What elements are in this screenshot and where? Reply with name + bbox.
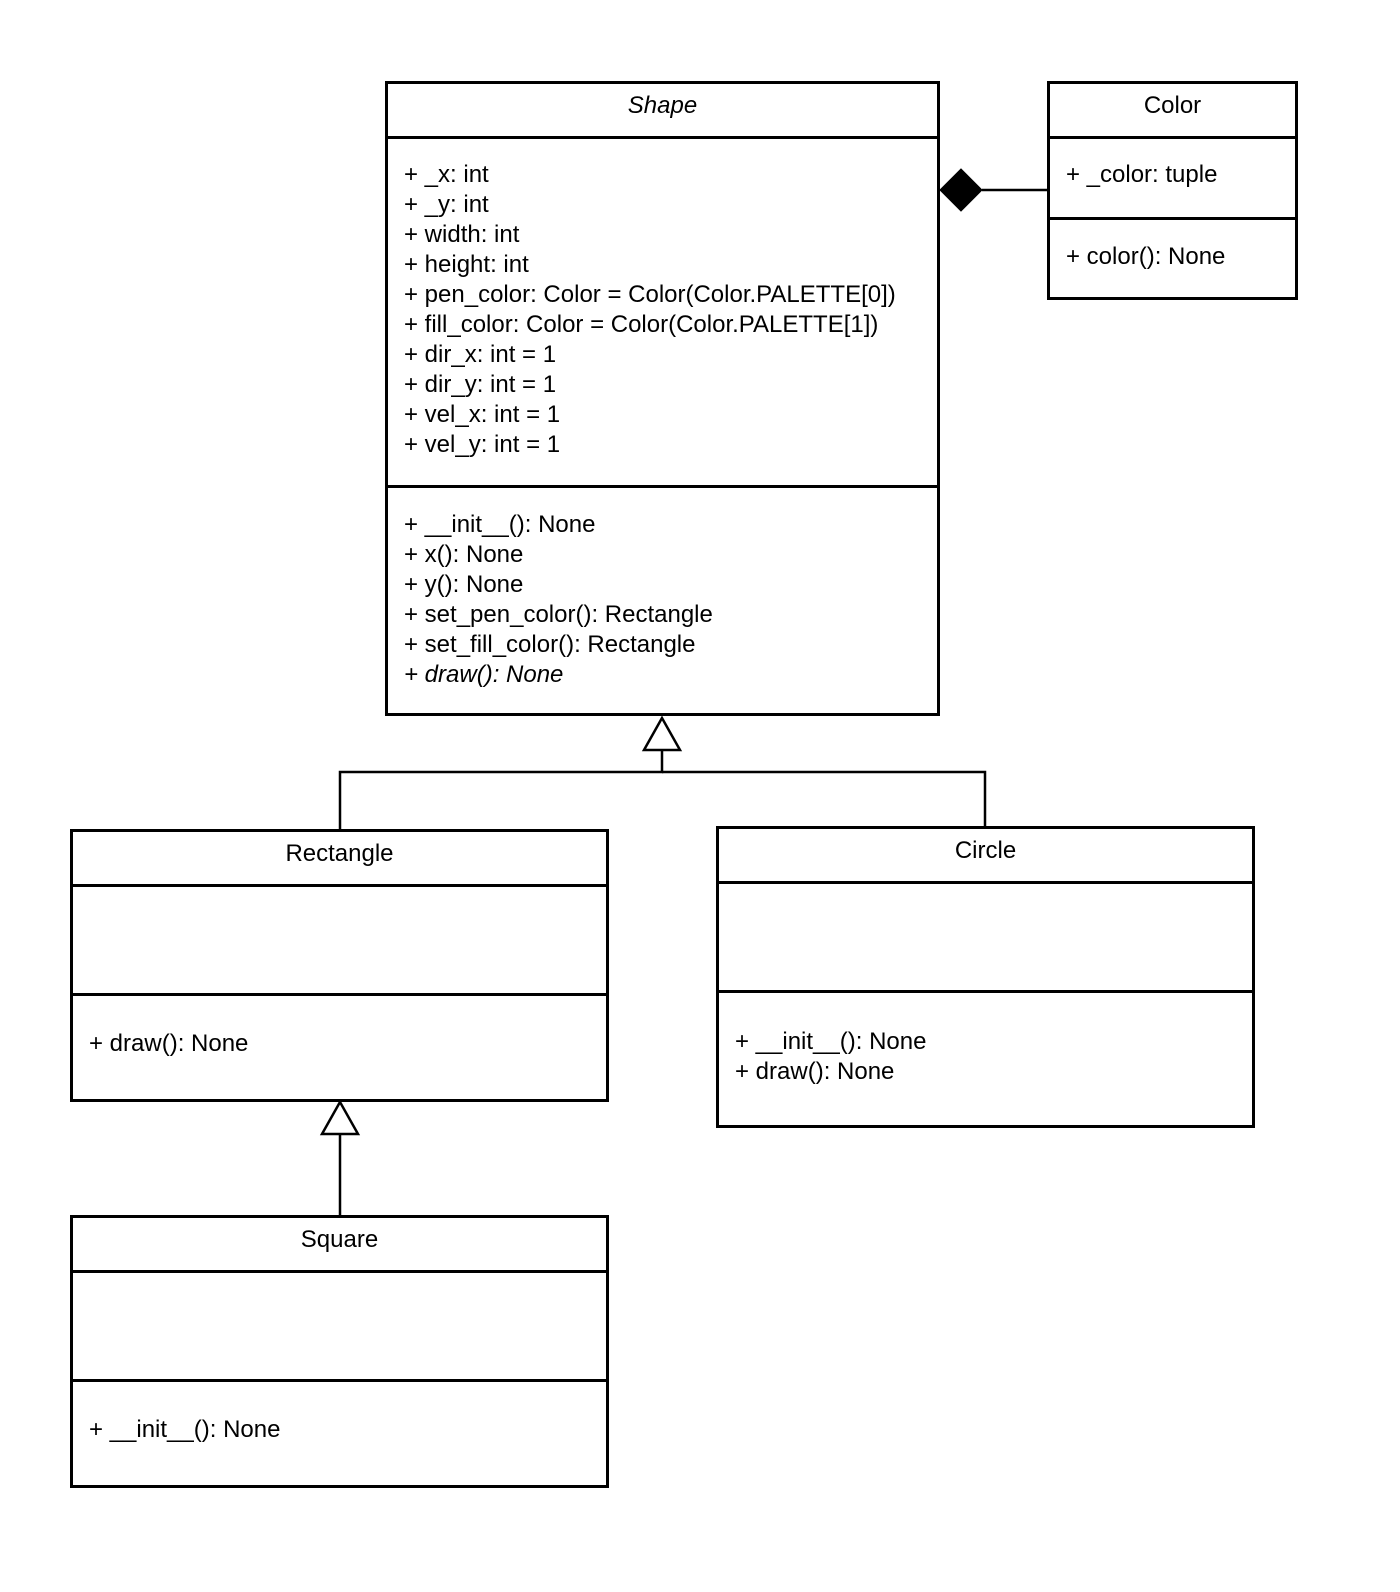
class-square-name: Square: [73, 1218, 606, 1273]
method: + draw(): None: [404, 661, 564, 688]
class-rectangle[interactable]: Rectangle + draw(): None: [70, 829, 609, 1102]
attribute: + fill_color: Color = Color(Color.PALETT…: [404, 311, 879, 338]
class-square-methods: + __init__(): None: [73, 1382, 606, 1445]
method: + __init__(): None: [89, 1416, 281, 1443]
generalization-arrowhead-shape: [641, 715, 683, 752]
class-circle-attributes: [719, 884, 1252, 993]
class-shape-methods: + __init__(): None + x(): None + y(): No…: [388, 488, 937, 690]
attribute: + _color: tuple: [1066, 161, 1218, 188]
method: + __init__(): None: [735, 1028, 927, 1055]
class-color[interactable]: Color + _color: tuple + color(): None: [1047, 81, 1298, 300]
attribute: + height: int: [404, 251, 529, 278]
attribute: + pen_color: Color = Color(Color.PALETTE…: [404, 281, 896, 308]
class-shape-name: Shape: [388, 84, 937, 139]
method: + x(): None: [404, 541, 524, 568]
class-rectangle-methods: + draw(): None: [73, 996, 606, 1059]
attribute: + vel_x: int = 1: [404, 401, 561, 428]
method: + y(): None: [404, 571, 524, 598]
attribute: + _y: int: [404, 191, 489, 218]
class-shape[interactable]: Shape + _x: int + _y: int + width: int +…: [385, 81, 940, 716]
class-color-name: Color: [1050, 84, 1295, 139]
method: + draw(): None: [89, 1030, 249, 1057]
class-square-attributes: [73, 1273, 606, 1382]
attribute: + width: int: [404, 221, 520, 248]
class-shape-attributes: + _x: int + _y: int + width: int + heigh…: [388, 139, 937, 488]
class-square[interactable]: Square + __init__(): None: [70, 1215, 609, 1488]
method: + draw(): None: [735, 1058, 895, 1085]
class-circle[interactable]: Circle + __init__(): None + draw(): None: [716, 826, 1255, 1128]
class-color-attributes: + _color: tuple: [1050, 139, 1295, 220]
composition-diamond: [939, 168, 983, 212]
class-rectangle-name: Rectangle: [73, 832, 606, 887]
method: + set_pen_color(): Rectangle: [404, 601, 713, 628]
attribute: + dir_x: int = 1: [404, 341, 557, 368]
generalization-arrowhead-rectangle: [319, 1099, 361, 1136]
class-circle-methods: + __init__(): None + draw(): None: [719, 993, 1252, 1087]
method: + __init__(): None: [404, 511, 596, 538]
class-circle-name: Circle: [719, 829, 1252, 884]
method: + color(): None: [1066, 243, 1226, 270]
class-rectangle-attributes: [73, 887, 606, 996]
attribute: + _x: int: [404, 161, 489, 188]
generalization-line-circle-shape: [662, 770, 987, 827]
generalization-line-rectangle-shape: [338, 750, 664, 830]
method: + set_fill_color(): Rectangle: [404, 631, 696, 658]
attribute: + dir_y: int = 1: [404, 371, 557, 398]
class-color-methods: + color(): None: [1050, 220, 1295, 272]
attribute: + vel_y: int = 1: [404, 431, 561, 458]
